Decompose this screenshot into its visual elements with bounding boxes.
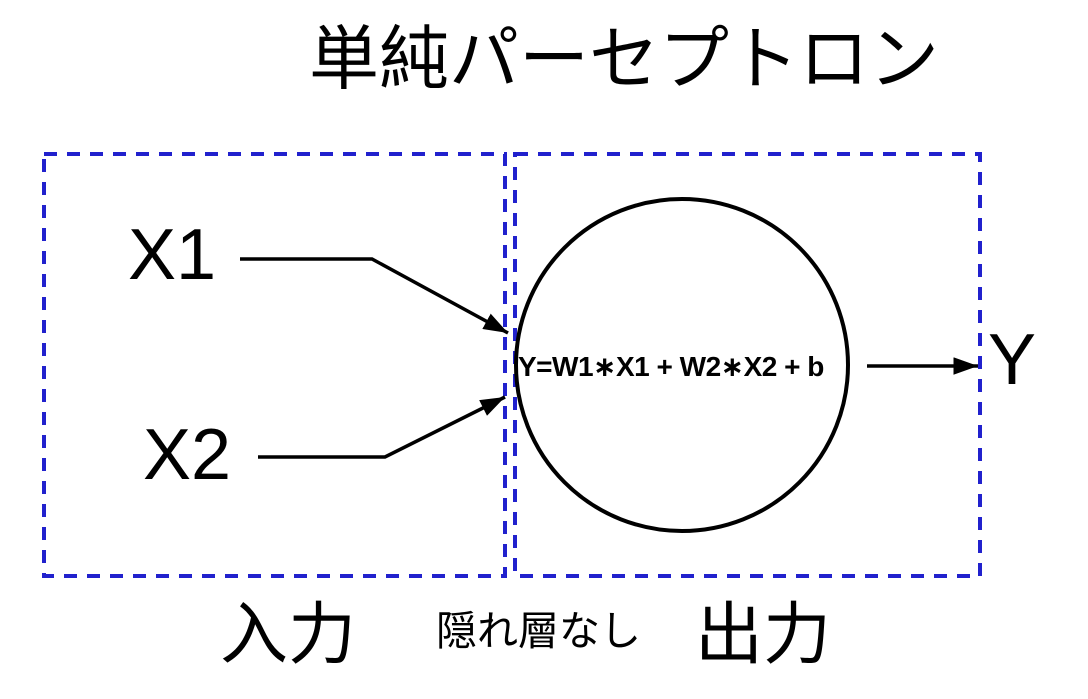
input-x1-label: X1: [128, 215, 217, 295]
output-region-box: [513, 152, 982, 578]
input-region-label: 入力: [220, 597, 357, 673]
arrow-x1-to-neuron: [240, 257, 509, 335]
output-region-label: 出力: [695, 597, 832, 673]
neuron-circle: [514, 197, 850, 533]
output-y-label: Y: [988, 320, 1037, 400]
input-x2-label: X2: [143, 415, 232, 495]
hidden-layer-note: 隠れ層なし: [436, 608, 641, 654]
arrow-x2-to-neuron: [258, 395, 506, 459]
diagram-title: 単純パーセプトロン: [309, 20, 939, 98]
input-region-box: [42, 152, 507, 578]
neuron-equation: Y=W1∗X1 + W2∗X2 + b: [518, 351, 824, 382]
